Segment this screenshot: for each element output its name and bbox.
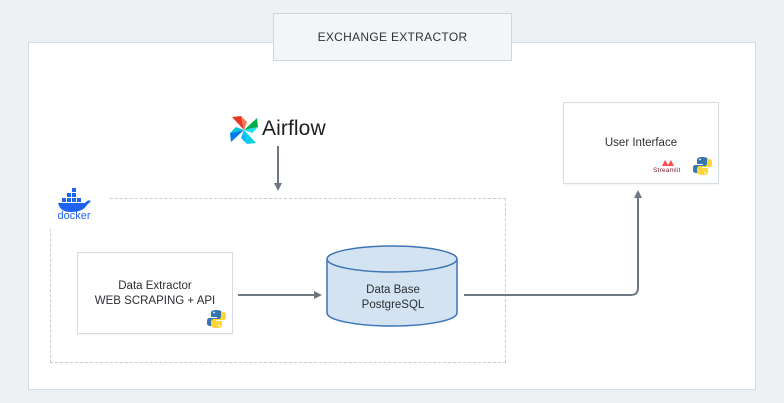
database-title: Data Base (366, 284, 420, 296)
airflow-pinwheel-icon (230, 116, 258, 144)
diagram-title: EXCHANGE EXTRACTOR (273, 13, 512, 61)
data-extractor-box (77, 252, 233, 334)
docker-container (50, 198, 506, 363)
streamlit-icon (662, 160, 674, 166)
docker-label: docker (57, 210, 91, 222)
database-cylinder (326, 245, 458, 327)
user-interface-box (563, 102, 719, 184)
database-to-ui-arrow (464, 190, 642, 296)
streamlit-label: Streamlit (653, 167, 681, 174)
docker-whale-icon (58, 188, 91, 212)
python-icon (207, 310, 226, 328)
data-extractor-subtitle: WEB SCRAPING + API (94, 295, 216, 307)
airflow-label: Airflow (262, 117, 326, 140)
data-extractor-title: Data Extractor (118, 280, 192, 292)
user-interface-label: User Interface (604, 137, 678, 149)
python-icon (693, 157, 712, 175)
database-subtitle: PostgreSQL (361, 299, 425, 311)
